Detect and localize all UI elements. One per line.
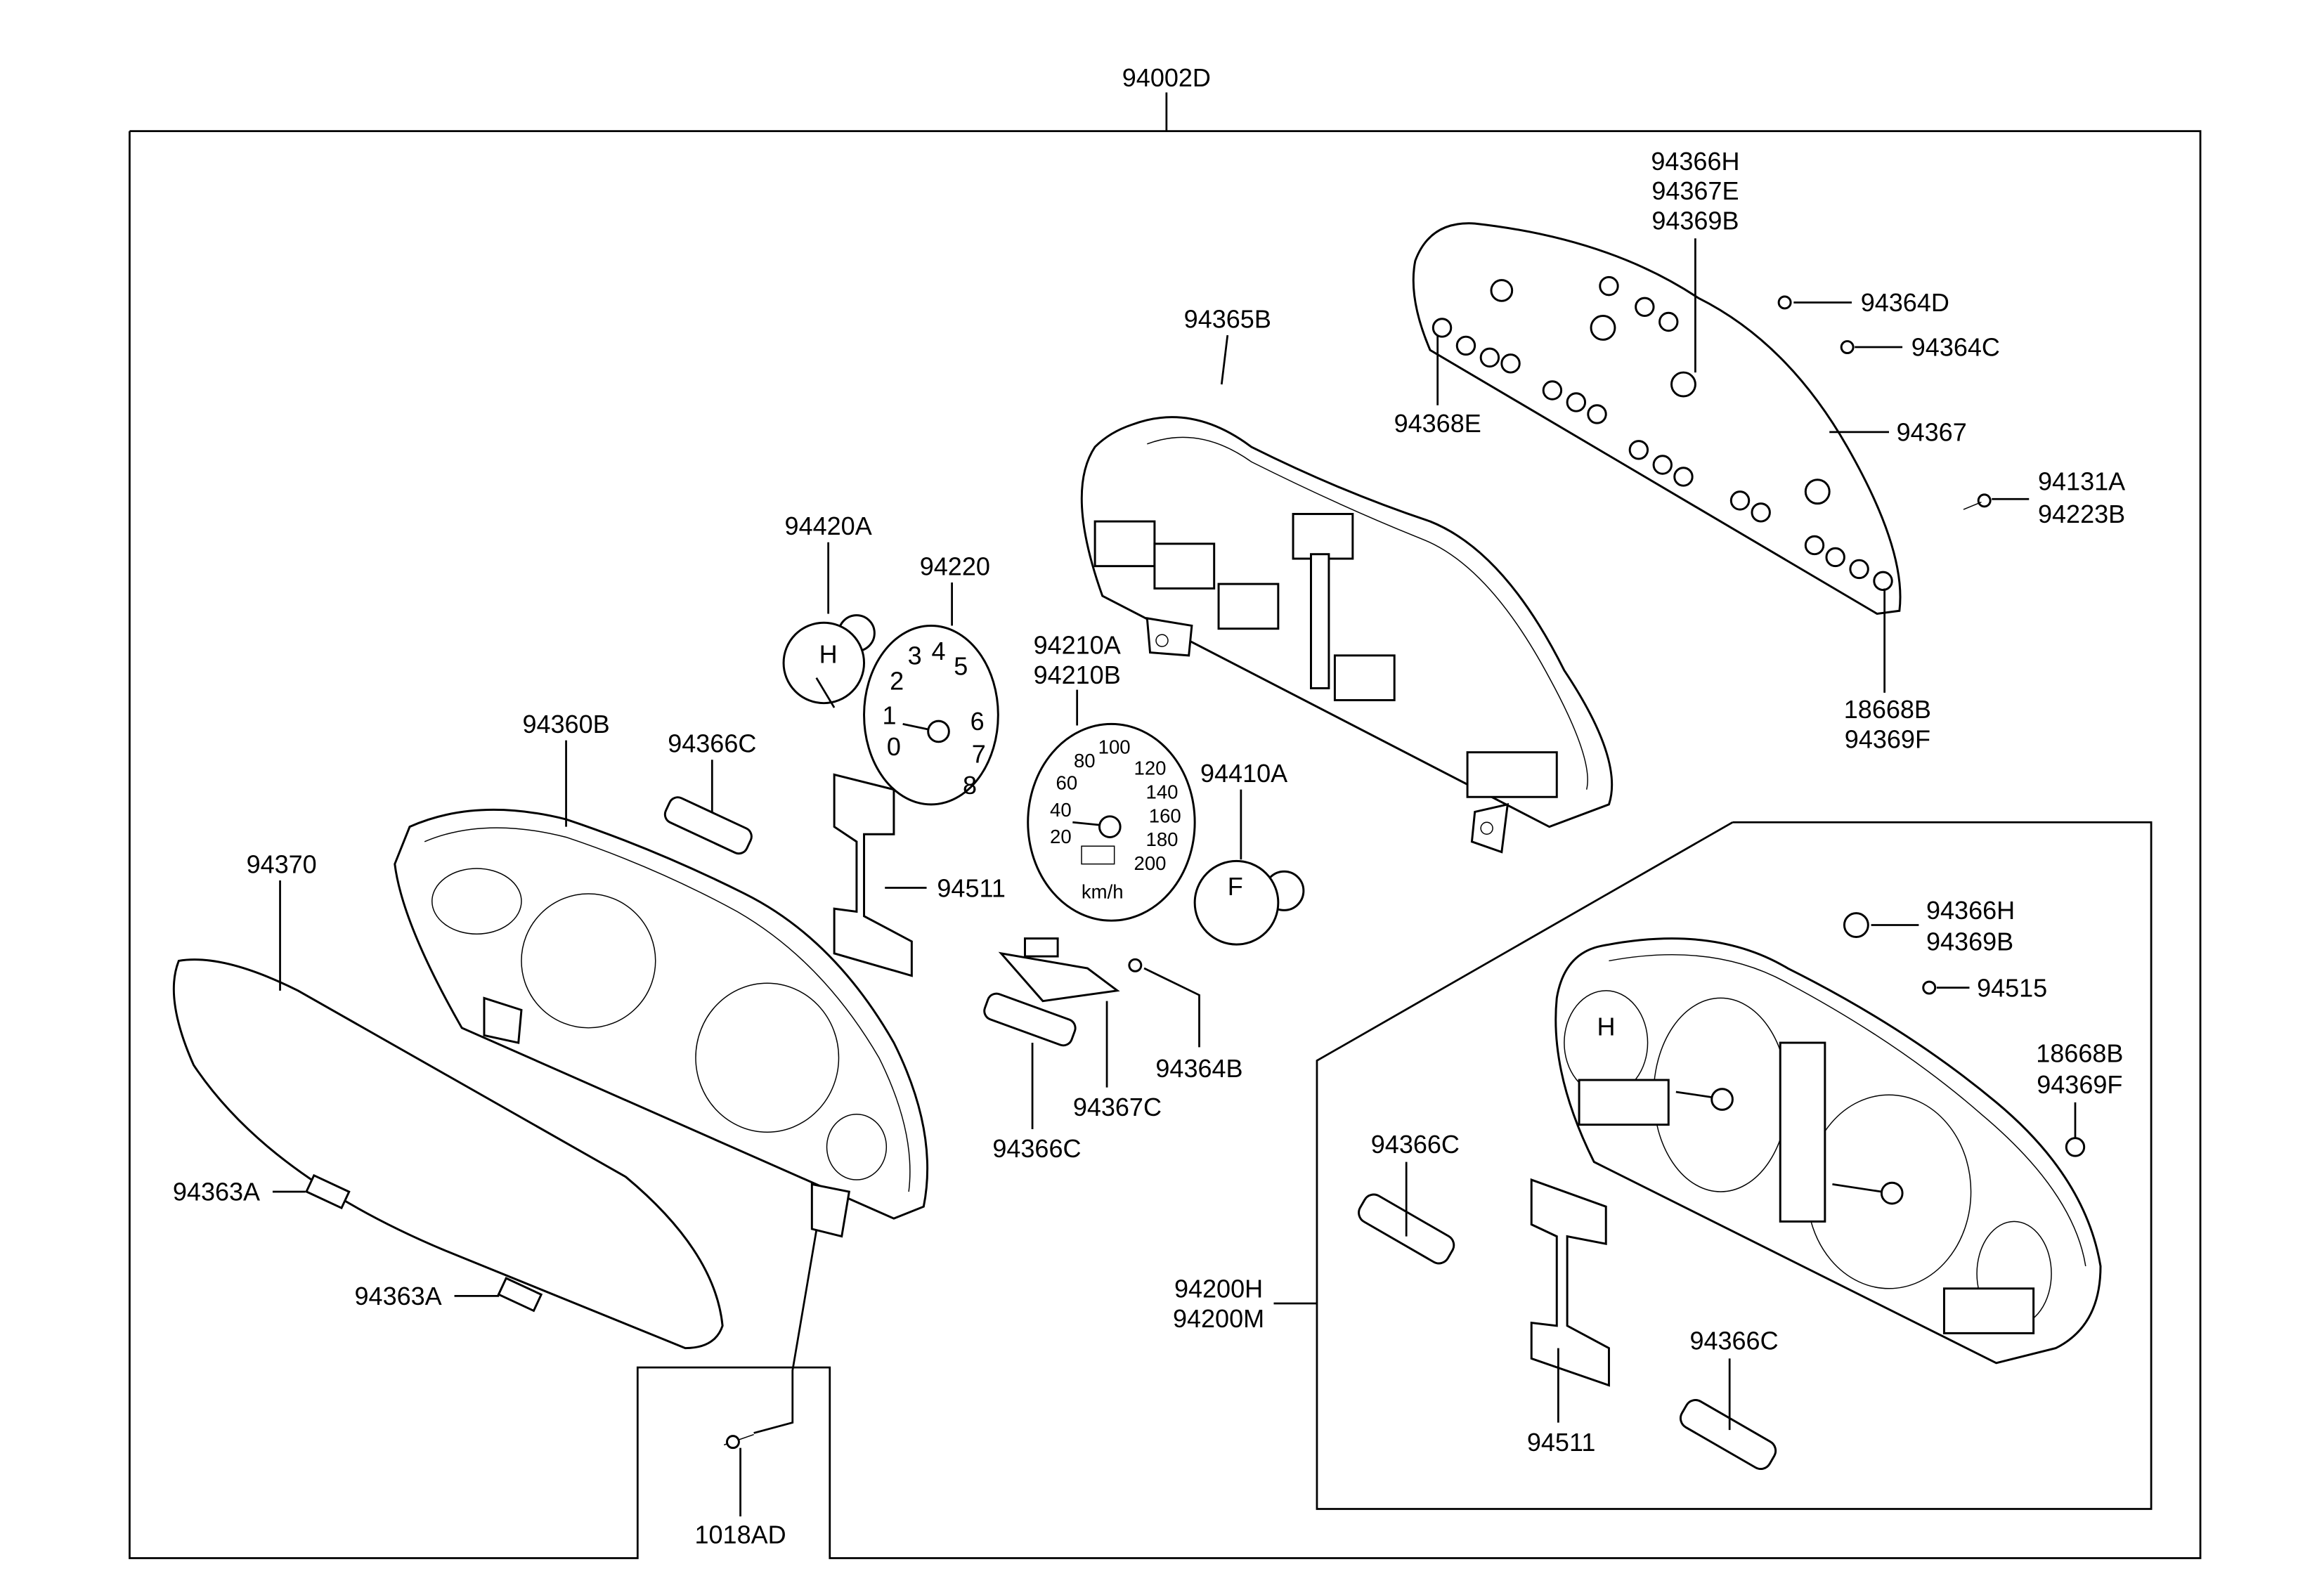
part-callout: 18668B	[1844, 695, 1931, 724]
svg-text:200: 200	[1134, 852, 1167, 874]
case-connectors	[1093, 512, 1558, 798]
part-callout: 94369F	[2037, 1070, 2122, 1099]
plate	[1679, 1399, 1777, 1470]
part-callout: 94366C	[1689, 1327, 1778, 1355]
svg-text:km/h: km/h	[1082, 880, 1124, 902]
svg-text:80: 80	[1074, 750, 1096, 772]
socket-icon	[2065, 1137, 2086, 1157]
svg-text:120: 120	[1134, 757, 1167, 779]
svg-text:1: 1	[883, 701, 897, 729]
plate	[983, 992, 1077, 1047]
clip	[305, 1173, 351, 1210]
part-callout: 94369B	[1926, 928, 2013, 956]
part-callout: 94366C	[992, 1134, 1081, 1163]
part-callout: 94367C	[1073, 1093, 1162, 1121]
part-callout: 94364C	[1911, 333, 2000, 362]
part-callout: 1018AD	[694, 1520, 786, 1549]
part-callout: 94220	[920, 552, 990, 580]
svg-text:H: H	[819, 639, 838, 668]
screw-icon	[1840, 340, 1855, 355]
svg-text:7: 7	[972, 739, 986, 768]
part-callout: 94360B	[522, 710, 609, 738]
part-callout: 94210B	[1034, 660, 1121, 689]
svg-text:40: 40	[1050, 799, 1072, 821]
part-callout: 94370	[247, 850, 317, 878]
part-callout: 94410A	[1200, 759, 1287, 788]
svg-text:140: 140	[1146, 781, 1179, 802]
module	[998, 951, 1120, 1003]
part-callout: 94420A	[785, 512, 872, 540]
cluster-case	[1080, 416, 1614, 828]
part-callout: 94363A	[173, 1178, 260, 1206]
svg-text:3: 3	[908, 642, 922, 670]
svg-text:4: 4	[932, 637, 946, 665]
part-callout: 94366H	[1926, 896, 2015, 925]
part-callout: 94210A	[1034, 631, 1121, 660]
part-callout: 94511	[937, 873, 1005, 902]
svg-text:6: 6	[971, 707, 985, 736]
clip	[497, 1277, 543, 1313]
part-callout: 94368E	[1394, 409, 1481, 438]
part-callout: 94367	[1897, 418, 1967, 447]
svg-text:100: 100	[1098, 736, 1131, 758]
assembly-frame	[129, 130, 2202, 1559]
part-callout: 94364B	[1155, 1054, 1242, 1083]
part-callout: 94200M	[1173, 1304, 1264, 1333]
svg-text:94366H: 94366H	[1651, 147, 1739, 176]
screw-icon	[1777, 295, 1792, 310]
part-callout: 94363A	[355, 1282, 442, 1310]
pcb-board	[1412, 222, 1902, 616]
bulb-icon	[1843, 912, 1869, 938]
svg-text:20: 20	[1050, 826, 1072, 847]
screw-icon	[1922, 980, 1937, 995]
bezel	[394, 808, 929, 1220]
svg-text:94369B: 94369B	[1651, 207, 1739, 235]
fuel-gauge: F	[1193, 859, 1305, 946]
tachometer-dial: 0 1 2 3 4 5 6 7 8	[863, 624, 999, 806]
svg-text:H: H	[1597, 1012, 1616, 1041]
temp-gauge: H	[782, 614, 876, 708]
svg-text:2: 2	[890, 667, 904, 696]
part-callout: 94515	[1977, 973, 2047, 1002]
part-callout: 94365B	[1184, 304, 1271, 333]
lens	[172, 958, 724, 1350]
part-callout: 94131A	[2038, 467, 2125, 496]
seal-gasket	[833, 773, 913, 977]
part-callout: 94511	[1527, 1428, 1595, 1457]
screw-icon	[1128, 958, 1143, 972]
leader-lines	[272, 238, 2077, 1517]
svg-text:94367E: 94367E	[1651, 176, 1739, 205]
seal-gasket	[1530, 1178, 1610, 1387]
plate	[663, 796, 753, 855]
bulb-sockets	[1432, 275, 1893, 592]
part-callout: 18668B	[2036, 1039, 2123, 1068]
assembly-label: 94002D	[1122, 63, 1211, 92]
part-callout-bulb-set: 94366H 94367E 94369B	[1651, 147, 1739, 235]
part-callout: 94200H	[1174, 1275, 1263, 1303]
part-callout: 94223B	[2038, 500, 2125, 528]
part-callout: 94366C	[1371, 1130, 1460, 1159]
svg-text:5: 5	[954, 651, 968, 680]
inset-frame	[1316, 821, 2153, 1510]
svg-text:160: 160	[1149, 805, 1181, 826]
svg-text:180: 180	[1146, 828, 1179, 850]
part-callout: 94364D	[1861, 288, 1949, 317]
inset-cluster	[1554, 937, 2102, 1365]
part-callout: 94369F	[1845, 724, 1930, 753]
speedometer-dial: 20 40 60 80 100 120 140 160 180 200 km/h	[1027, 722, 1196, 922]
svg-text:8: 8	[963, 771, 977, 800]
screw-icon	[1977, 493, 1992, 508]
screw-icon	[726, 1435, 740, 1450]
svg-text:0: 0	[887, 732, 901, 761]
svg-text:F: F	[1228, 872, 1243, 901]
part-callout: 94366C	[668, 729, 756, 758]
svg-text:60: 60	[1056, 772, 1078, 794]
